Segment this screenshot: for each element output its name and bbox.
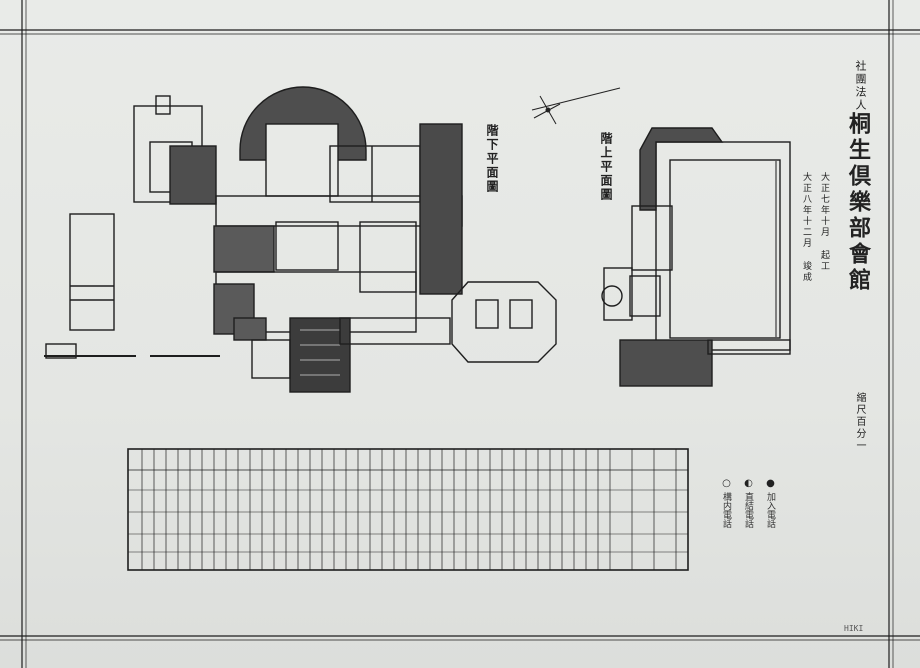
lower-plan-label: 階下平面圖 (485, 124, 499, 194)
north-arrow (531, 87, 621, 125)
legend-item-0: ● 加入電話 (764, 478, 777, 528)
legend-item-2: ○ 構内電話 (720, 478, 733, 528)
legend-label: 加入電話 (765, 492, 775, 528)
drawing-title: 桐生倶樂部會館 (845, 112, 871, 294)
phone-icon: ◐ (744, 478, 753, 489)
start-date: 大正七年十月 起工 (819, 172, 829, 272)
legend-item-1: ◐ 直結電話 (742, 478, 755, 528)
legend-label: 直結電話 (743, 492, 753, 528)
scale-label: 縮尺百分一 (854, 392, 865, 452)
catalog-stamp: HIKI (844, 624, 864, 633)
organization-label: 社團法人 (854, 60, 867, 112)
schedule-table (127, 448, 689, 571)
legend-label: 構内電話 (721, 492, 731, 528)
lower-floor-plan (44, 86, 557, 393)
phone-icon: ○ (722, 478, 731, 489)
completion-date: 大正八年十二月 竣成 (801, 172, 811, 283)
phone-icon: ● (766, 478, 775, 489)
upper-floor-plan (601, 127, 791, 387)
upper-plan-label: 階上平面圖 (599, 132, 613, 202)
